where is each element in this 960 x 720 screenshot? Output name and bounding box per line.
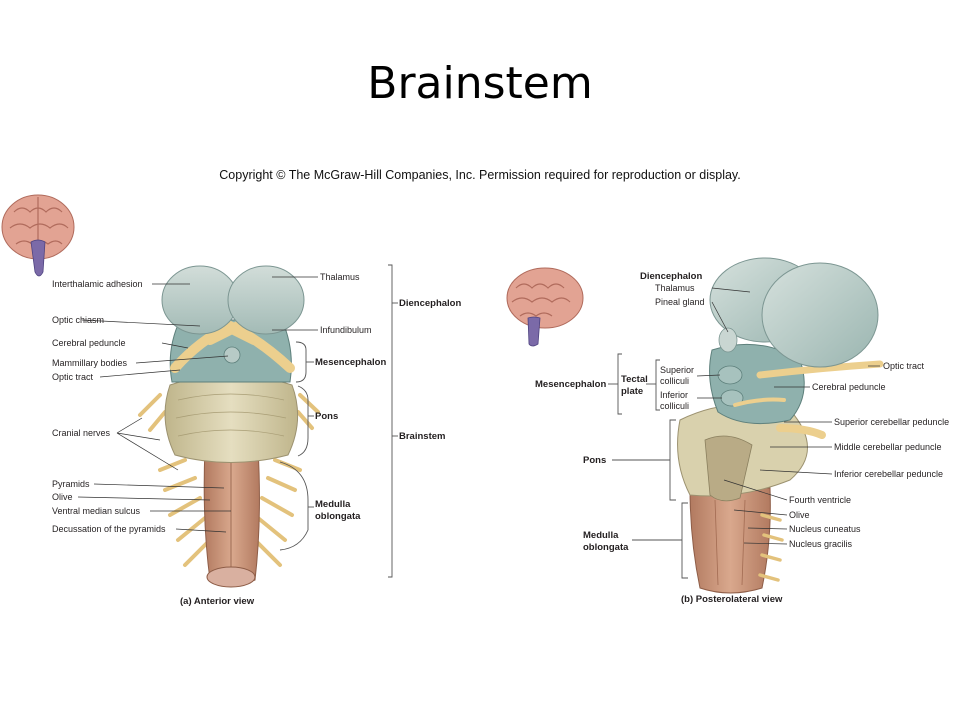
label-pyramids: Pyramids [52, 479, 90, 489]
caption-anterior-view: (a) Anterior view [180, 596, 255, 607]
region-post-medulla-line2: oblongata [583, 542, 629, 553]
label-interthalamic-adhesion: Interthalamic adhesion [52, 279, 143, 289]
label-optic-chiasm: Optic chiasm [52, 315, 104, 325]
label-superior-cerebellar-peduncle: Superior cerebellar peduncle [834, 417, 949, 427]
anterior-brain-inset-icon [1, 194, 75, 277]
label-superior-colliculi-2: colliculi [660, 376, 689, 386]
label-infundibulum: Infundibulum [320, 325, 372, 335]
label-optic-tract: Optic tract [52, 372, 94, 382]
posterolateral-view: Diencephalon Thalamus Pineal gland Mesen… [506, 257, 949, 605]
label-decussation-of-pyramids: Decussation of the pyramids [52, 524, 166, 534]
label-post-optic-tract: Optic tract [883, 361, 925, 371]
anterior-spinal-cord-cut [206, 566, 256, 588]
label-ventral-median-sulcus: Ventral median sulcus [52, 506, 141, 516]
label-olive: Olive [52, 492, 73, 502]
region-post-mesencephalon: Mesencephalon [535, 379, 606, 390]
region-diencephalon: Diencephalon [399, 298, 461, 309]
anterior-view: Interthalamic adhesion Optic chiasm Cere… [1, 194, 461, 607]
posterior-fourth-ventricle [704, 435, 753, 502]
label-inferior-colliculi-2: colliculi [660, 401, 689, 411]
superior-colliculi-shape [717, 365, 743, 385]
posterior-optic-tract [756, 360, 884, 379]
region-mesencephalon: Mesencephalon [315, 357, 386, 368]
region-medulla-line2: oblongata [315, 511, 361, 522]
region-brainstem: Brainstem [399, 431, 445, 442]
label-post-cerebral-peduncle: Cerebral peduncle [812, 382, 886, 392]
anterior-thalamus-right [227, 265, 305, 335]
posterior-thalamus-front [761, 262, 879, 368]
label-cranial-nerves: Cranial nerves [52, 428, 111, 438]
label-cerebral-peduncle: Cerebral peduncle [52, 338, 126, 348]
label-mammillary-bodies: Mammillary bodies [52, 358, 128, 368]
label-post-olive: Olive [789, 510, 810, 520]
anterior-cranial-nerves [138, 393, 320, 567]
anterior-mammillary-bodies [223, 346, 241, 364]
copyright-notice: Copyright © The McGraw-Hill Companies, I… [219, 168, 741, 182]
caption-posterolateral-view: (b) Posterolateral view [681, 594, 783, 605]
label-post-diencephalon: Diencephalon [640, 271, 702, 282]
label-post-thalamus: Thalamus [655, 283, 695, 293]
region-post-pons: Pons [583, 455, 606, 466]
region-medulla-line1: Medulla [315, 499, 351, 510]
slide-title: Brainstem [367, 58, 593, 109]
label-pineal-gland: Pineal gland [655, 297, 705, 307]
pineal-gland-shape [718, 327, 738, 353]
posterior-brain-inset-icon [506, 267, 584, 347]
label-inferior-cerebellar-peduncle: Inferior cerebellar peduncle [834, 469, 943, 479]
label-inferior-colliculi-1: Inferior [660, 390, 688, 400]
label-middle-cerebellar-peduncle: Middle cerebellar peduncle [834, 442, 942, 452]
region-post-medulla-line1: Medulla [583, 530, 619, 541]
label-thalamus: Thalamus [320, 272, 360, 282]
anterior-thalamus-left [161, 265, 239, 335]
posterior-medulla [689, 487, 771, 594]
anterior-pons [164, 374, 299, 463]
label-nucleus-gracilis: Nucleus gracilis [789, 539, 853, 549]
label-nucleus-cuneatus: Nucleus cuneatus [789, 524, 861, 534]
region-pons: Pons [315, 411, 338, 422]
region-tectal-plate-line2: plate [621, 386, 643, 397]
anterior-medulla [203, 447, 260, 587]
region-tectal-plate-line1: Tectal [621, 374, 648, 385]
label-superior-colliculi-1: Superior [660, 365, 694, 375]
label-fourth-ventricle: Fourth ventricle [789, 495, 851, 505]
